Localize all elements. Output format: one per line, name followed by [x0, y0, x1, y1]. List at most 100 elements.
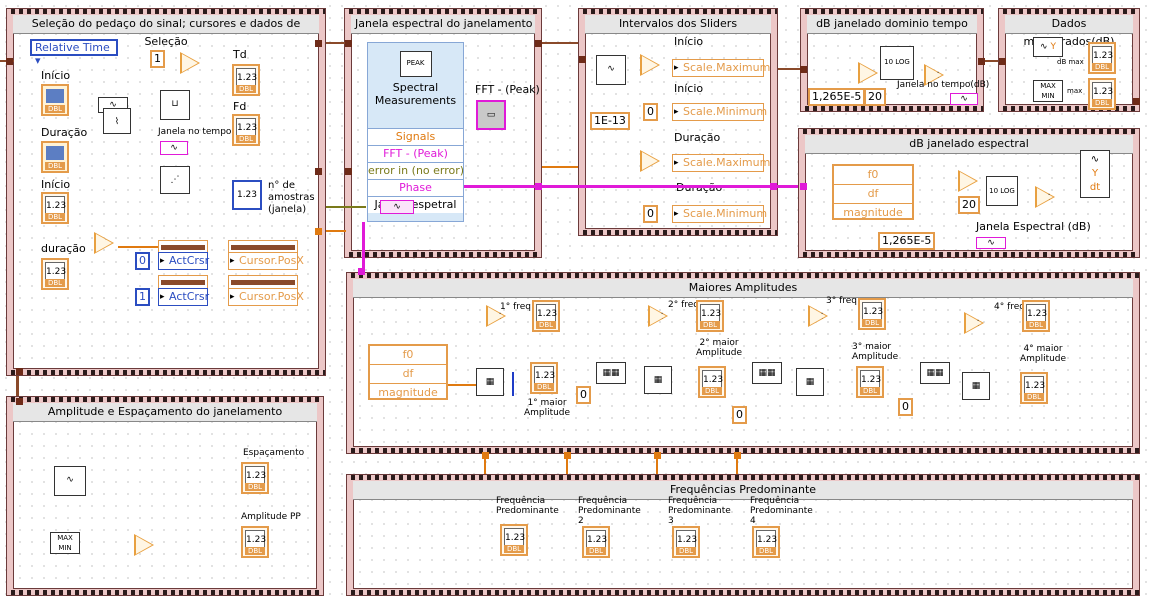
scale-minimum-2[interactable]: Scale.Minimum [672, 205, 767, 223]
array-max-min-3[interactable]: ▦ [796, 368, 824, 396]
multiply-freq3[interactable]: × [808, 305, 828, 327]
waveform-y-component[interactable]: ∿ Y [1033, 37, 1063, 57]
const-20-espectral[interactable]: 20 [958, 196, 980, 214]
amp1-indicator-type: DBL [534, 383, 554, 391]
fft-peak-terminal[interactable]: FFT - (Peak) [368, 145, 463, 162]
const-1265e5-espectral[interactable]: 1,265E-5 [878, 232, 936, 250]
waveform-graph-icon[interactable]: ⌇ [103, 108, 131, 134]
maiores-magnitude-terminal[interactable]: magnitude [378, 386, 438, 399]
spectrum-unbundle[interactable]: f0 df magnitude [832, 164, 914, 220]
array-max-min-4[interactable]: ▦ [962, 372, 990, 400]
subtract-node-2[interactable]: − [640, 150, 660, 172]
multiply-freq1[interactable]: × [486, 305, 506, 327]
duracao-slider-control[interactable]: DBL [41, 141, 69, 173]
spectral-measurements-vi[interactable]: PEAK Spectral Measurements Signals FFT -… [367, 42, 464, 222]
duracao-label: Duração [41, 126, 88, 139]
signals-terminal[interactable]: Signals [368, 128, 463, 145]
dt-terminal[interactable]: dt [1089, 182, 1101, 193]
scale-minimum-1[interactable]: Scale.Minimum [672, 103, 767, 121]
inicio-slider-control[interactable]: DBL [41, 84, 69, 116]
maiores-f0-terminal[interactable]: f0 [370, 346, 446, 365]
max-min-vi[interactable]: MAX MIN [1033, 80, 1063, 102]
const-zero[interactable]: 0 [135, 252, 150, 270]
subtract-node-amp[interactable]: − [134, 534, 154, 556]
scale-maximum-2[interactable]: Scale.Maximum [672, 154, 770, 172]
log-function-espectral[interactable]: 10 LOG [986, 176, 1018, 206]
maiores-df-terminal[interactable]: df [370, 365, 446, 384]
actcrsr-property-2[interactable]: ActCrsr [158, 288, 209, 306]
divide-node[interactable]: ÷ [180, 52, 200, 74]
const-20[interactable]: 20 [864, 88, 886, 106]
janela-espetral-indicator[interactable]: ∿ [380, 200, 414, 214]
const-zero-intervalos-2[interactable]: 0 [643, 205, 658, 223]
multiply-node-db[interactable]: × [924, 64, 944, 86]
f0-terminal[interactable]: f0 [834, 166, 912, 185]
freq-pred-4-label: Frequência Predominante 4 [750, 496, 813, 526]
const-zero-1[interactable]: 0 [576, 386, 591, 404]
multiply-freq2[interactable]: × [648, 305, 668, 327]
const-zero-intervalos[interactable]: 0 [643, 103, 658, 121]
divide-node-espectral[interactable]: ÷ [958, 170, 978, 192]
log-function-icon[interactable]: 10 LOG [880, 46, 914, 80]
array-max-min-1[interactable]: ▦ [476, 368, 504, 396]
const-one-blue[interactable]: 1 [135, 288, 150, 306]
array-max-min-2[interactable]: ▦ [644, 366, 672, 394]
waveform-component-vi[interactable]: ⊔ [160, 90, 190, 120]
replace-array-3[interactable]: ▦▦ [920, 362, 950, 384]
df-terminal[interactable]: df [834, 185, 912, 204]
const-zero-3[interactable]: 0 [898, 398, 913, 416]
waveform-duration-vi[interactable]: ∿ [596, 55, 626, 85]
const-1e-13[interactable]: 1E-13 [590, 112, 630, 130]
janela-tempo-db-indicator[interactable]: ∿ [950, 93, 978, 105]
n-amostras-indicator[interactable]: 1.23 [232, 180, 262, 210]
fft-peak-indicator[interactable]: ▭ [476, 100, 506, 130]
cursor-posx-property-1[interactable]: Cursor.PosX [228, 252, 304, 270]
const-zero-2[interactable]: 0 [732, 406, 747, 424]
cursor-posx-property-2[interactable]: Cursor.PosX [228, 288, 304, 306]
replace-array-2[interactable]: ▦▦ [752, 362, 782, 384]
janela-espectral-db-indicator[interactable]: ∿ [976, 237, 1006, 249]
freq4-indicator-type: DBL [1026, 321, 1046, 329]
janela-no-tempo-indicator[interactable]: ∿ [160, 141, 188, 155]
relative-time-ring[interactable]: Relative Time ▾ [30, 39, 118, 67]
get-waveform-vi[interactable]: ⋰ [160, 166, 190, 194]
const-one[interactable]: 1 [150, 50, 165, 68]
add-node[interactable]: + [94, 232, 114, 254]
phase-terminal[interactable]: Phase [368, 179, 463, 196]
error-in-terminal[interactable]: error in (no error) [368, 162, 463, 179]
const-1265e5[interactable]: 1,265E-5 [808, 88, 866, 106]
scale-maximum-1[interactable]: Scale.Maximum [672, 59, 770, 77]
y-terminal[interactable]: Y [1091, 168, 1099, 179]
multiply-node-espectral[interactable]: × [1035, 186, 1055, 208]
multiply-freq4[interactable]: × [964, 312, 984, 334]
waveform-espacamento-vi[interactable]: ∿ [54, 466, 86, 496]
amplitude-max-min-vi[interactable]: MAX MIN [50, 532, 80, 554]
replace-array-1[interactable]: ▦▦ [596, 362, 626, 384]
magnitude-terminal[interactable]: magnitude [843, 206, 903, 219]
divide-node-db[interactable]: ÷ [858, 62, 878, 84]
maiores-spectrum-unbundle[interactable]: f0 df magnitude [368, 344, 448, 400]
actcrsr-property-1[interactable]: ActCrsr [158, 252, 209, 270]
subtract-node-1[interactable]: − [640, 54, 660, 76]
